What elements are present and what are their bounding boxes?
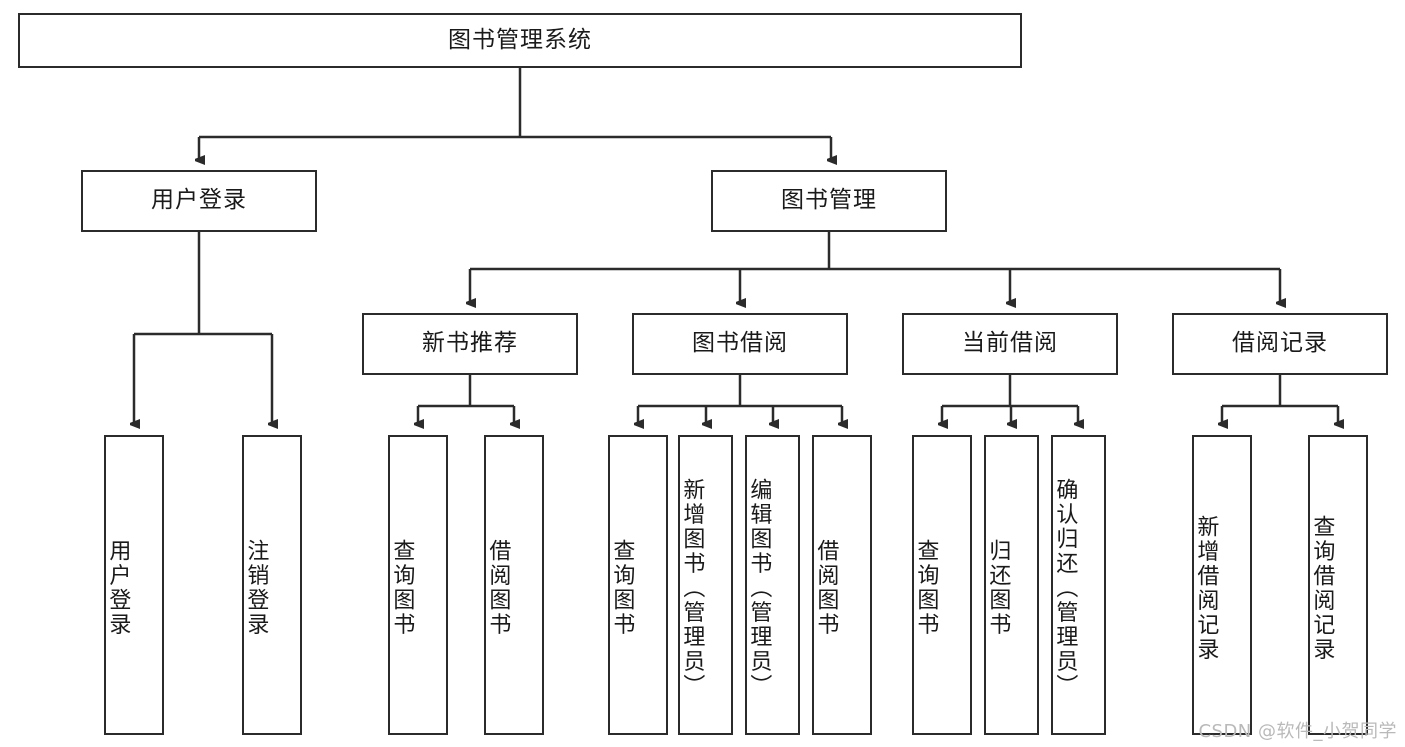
node-book-borrow[interactable]: 图书借阅	[632, 313, 848, 375]
node-leaf-query-record-label: 查询借阅记录	[1309, 514, 1335, 662]
node-leaf-query-book-3[interactable]: 查询图书	[912, 435, 972, 735]
node-leaf-add-book[interactable]: 新增图书（管理员）	[678, 435, 733, 735]
node-leaf-confirm-return-label: 确认归还（管理员）	[1052, 477, 1078, 699]
node-leaf-logout[interactable]: 注销登录	[242, 435, 302, 735]
node-leaf-query-book-1[interactable]: 查询图书	[388, 435, 448, 735]
watermark: CSDN @软件_小贺同学	[1198, 721, 1397, 742]
node-leaf-return-book-label: 归还图书	[985, 539, 1011, 637]
node-leaf-user-login[interactable]: 用户登录	[104, 435, 164, 735]
node-new-book-rec-label: 新书推荐	[422, 330, 518, 357]
node-leaf-return-book[interactable]: 归还图书	[984, 435, 1039, 735]
node-leaf-add-record[interactable]: 新增借阅记录	[1192, 435, 1252, 735]
node-user-login[interactable]: 用户登录	[81, 170, 317, 232]
node-current-borrow-label: 当前借阅	[962, 330, 1058, 357]
node-leaf-borrow-book-2[interactable]: 借阅图书	[812, 435, 872, 735]
node-book-manage[interactable]: 图书管理	[711, 170, 947, 232]
node-leaf-confirm-return[interactable]: 确认归还（管理员）	[1051, 435, 1106, 735]
node-user-login-label: 用户登录	[151, 187, 247, 214]
node-leaf-query-record[interactable]: 查询借阅记录	[1308, 435, 1368, 735]
node-leaf-borrow-book-1-label: 借阅图书	[485, 539, 511, 637]
node-borrow-record[interactable]: 借阅记录	[1172, 313, 1388, 375]
node-current-borrow[interactable]: 当前借阅	[902, 313, 1118, 375]
node-leaf-user-login-label: 用户登录	[105, 539, 131, 637]
node-leaf-query-book-1-label: 查询图书	[389, 539, 415, 637]
node-book-manage-label: 图书管理	[781, 187, 877, 214]
node-book-borrow-label: 图书借阅	[692, 330, 788, 357]
node-leaf-query-book-3-label: 查询图书	[913, 539, 939, 637]
node-leaf-query-book-2-label: 查询图书	[609, 539, 635, 637]
node-leaf-query-book-2[interactable]: 查询图书	[608, 435, 668, 735]
node-leaf-add-record-label: 新增借阅记录	[1193, 514, 1219, 662]
node-leaf-logout-label: 注销登录	[243, 539, 269, 637]
node-leaf-borrow-book-2-label: 借阅图书	[813, 539, 839, 637]
node-borrow-record-label: 借阅记录	[1232, 330, 1328, 357]
node-leaf-edit-book[interactable]: 编辑图书（管理员）	[745, 435, 800, 735]
node-root[interactable]: 图书管理系统	[18, 13, 1022, 68]
node-leaf-add-book-label: 新增图书（管理员）	[679, 477, 705, 699]
node-root-label: 图书管理系统	[448, 26, 592, 53]
node-leaf-borrow-book-1[interactable]: 借阅图书	[484, 435, 544, 735]
node-new-book-rec[interactable]: 新书推荐	[362, 313, 578, 375]
node-leaf-edit-book-label: 编辑图书（管理员）	[746, 477, 772, 699]
